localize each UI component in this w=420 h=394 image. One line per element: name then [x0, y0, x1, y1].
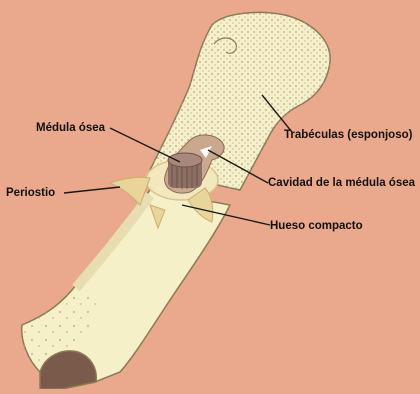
label-periostio: Periostio — [6, 186, 55, 200]
label-trabeculas: Trabéculas (esponjoso) — [284, 128, 412, 142]
label-cavidad-medula: Cavidad de la médula ósea — [268, 176, 415, 190]
leader-periostio — [64, 187, 120, 193]
label-medula-osea: Médula ósea — [36, 121, 105, 135]
label-hueso-compacto: Hueso compacto — [270, 219, 363, 233]
